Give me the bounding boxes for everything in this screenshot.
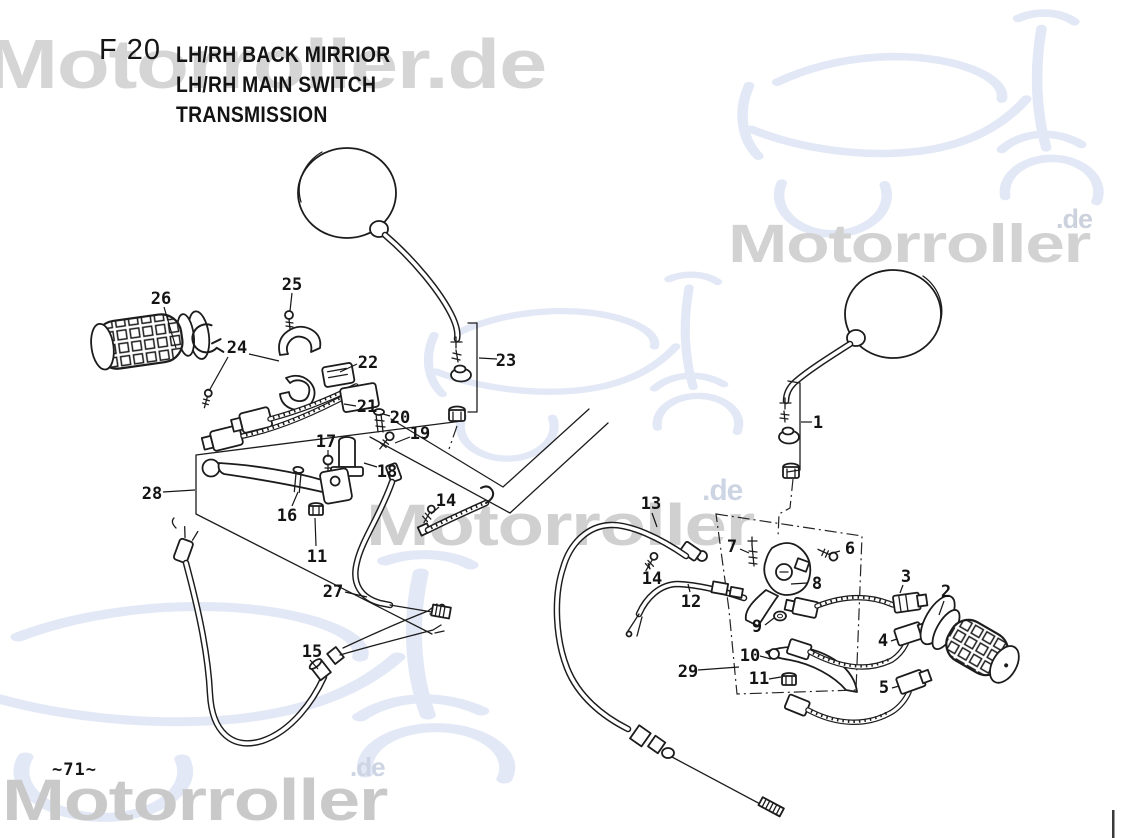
- part-label-19: 19: [410, 424, 430, 444]
- leader-line: [309, 659, 319, 670]
- part-label-24: 24: [227, 338, 247, 358]
- leader-line: [899, 584, 904, 594]
- scan-edge-mark: [1112, 810, 1115, 838]
- part-label-10: 10: [740, 646, 760, 666]
- lh-handle-grip: [90, 310, 225, 371]
- leader-line: [891, 685, 900, 689]
- leader-line: [289, 292, 293, 312]
- part-label-8: 8: [812, 574, 822, 594]
- part-label-4: 4: [878, 631, 888, 651]
- watermark-brand-top-left: Motorroller.de: [0, 25, 546, 103]
- leader-line: [764, 617, 775, 626]
- leader-line: [938, 600, 945, 616]
- part-label-20: 20: [390, 408, 410, 428]
- page-title: LH/RH BACK MIRRIOR LH/RH MAIN SWITCH TRA…: [176, 40, 390, 130]
- part-label-11: 11: [307, 547, 327, 567]
- watermark-tld-bottom: .de: [350, 752, 385, 782]
- part-label-26: 26: [151, 289, 171, 309]
- leader-line: [343, 403, 357, 407]
- title-line-1: LH/RH BACK MIRRIOR: [176, 42, 391, 67]
- part-label-25: 25: [282, 275, 302, 295]
- part-label-13: 13: [641, 494, 661, 514]
- part-label-23: 23: [496, 351, 516, 371]
- leader-line: [344, 591, 368, 598]
- rh-cable-12: [625, 551, 748, 638]
- watermark-tld-middle: .de: [702, 474, 743, 507]
- part-label-14: 14: [642, 569, 662, 589]
- leader-line: [394, 436, 411, 444]
- leader-line: [208, 356, 229, 392]
- speedometer-cable: [553, 521, 785, 818]
- part-label-11: 11: [749, 669, 769, 689]
- page-number: ~71~: [52, 760, 97, 780]
- handlebar-clamp: [201, 310, 322, 411]
- leader-line: [697, 666, 740, 671]
- scooter-watermark-icon: [743, 13, 1099, 234]
- leader-line: [314, 517, 317, 547]
- throttle-cable: [352, 462, 495, 620]
- part-label-16: 16: [277, 506, 297, 526]
- part-label-3: 3: [901, 567, 911, 587]
- rh-assembly-diagram: [553, 269, 1020, 818]
- leader-line: [339, 363, 358, 373]
- leader-line: [768, 676, 782, 680]
- rh-wire-harnesses: [783, 591, 933, 725]
- part-label-17: 17: [316, 432, 336, 452]
- part-label-22: 22: [358, 353, 378, 373]
- part-label-18: 18: [377, 462, 397, 482]
- leader-line: [382, 413, 391, 417]
- watermark-layer: Motorroller.de Motorroller .de Motorroll…: [0, 13, 1098, 833]
- leader-line: [890, 638, 898, 642]
- lh-brake-lever: [201, 458, 353, 516]
- part-label-5: 5: [879, 678, 889, 698]
- rh-back-mirror: [777, 269, 943, 539]
- title-line-2: LH/RH MAIN SWITCH: [176, 72, 377, 97]
- part-label-21: 21: [357, 397, 377, 417]
- leader-line: [651, 512, 658, 528]
- leader-line: [163, 306, 177, 349]
- leader-line: [687, 583, 691, 593]
- leader-line: [363, 462, 378, 468]
- leader-line: [828, 550, 841, 555]
- rh-throttle-grip: [919, 595, 1020, 684]
- leader-line: [647, 562, 651, 570]
- part-label-7: 7: [727, 537, 737, 557]
- part-label-29: 29: [678, 662, 698, 682]
- rh-main-switch: [715, 513, 863, 695]
- part-label-12: 12: [681, 592, 701, 612]
- part-label-28: 28: [142, 484, 162, 504]
- leader-line: [291, 491, 299, 507]
- watermark-tld-top-right: .de: [1056, 204, 1093, 234]
- title-line-3: TRANSMISSION: [176, 102, 328, 127]
- leader-line: [759, 655, 772, 660]
- scooter-watermark-icon: [428, 275, 738, 459]
- leader-line: [248, 353, 280, 362]
- leader-line: [790, 582, 808, 585]
- leader-line: [478, 357, 498, 360]
- leader-line: [739, 548, 750, 554]
- leader-line: [162, 489, 196, 493]
- watermark-brand-top-right: Motorroller: [728, 214, 1091, 274]
- watermark-brand-bottom: Motorroller: [2, 768, 388, 833]
- lh-assembly-diagram: [90, 147, 609, 747]
- lh-back-mirror: [297, 147, 478, 450]
- part-label-6: 6: [845, 539, 855, 559]
- part-label-2: 2: [941, 582, 951, 602]
- part-label-14: 14: [436, 491, 456, 511]
- part-label-9: 9: [752, 617, 762, 637]
- part-label-15: 15: [302, 642, 322, 662]
- part-label-1: 1: [813, 413, 823, 433]
- part-label-27: 27: [323, 582, 343, 602]
- figure-code: F 20: [99, 34, 162, 66]
- leader-line: [430, 506, 440, 515]
